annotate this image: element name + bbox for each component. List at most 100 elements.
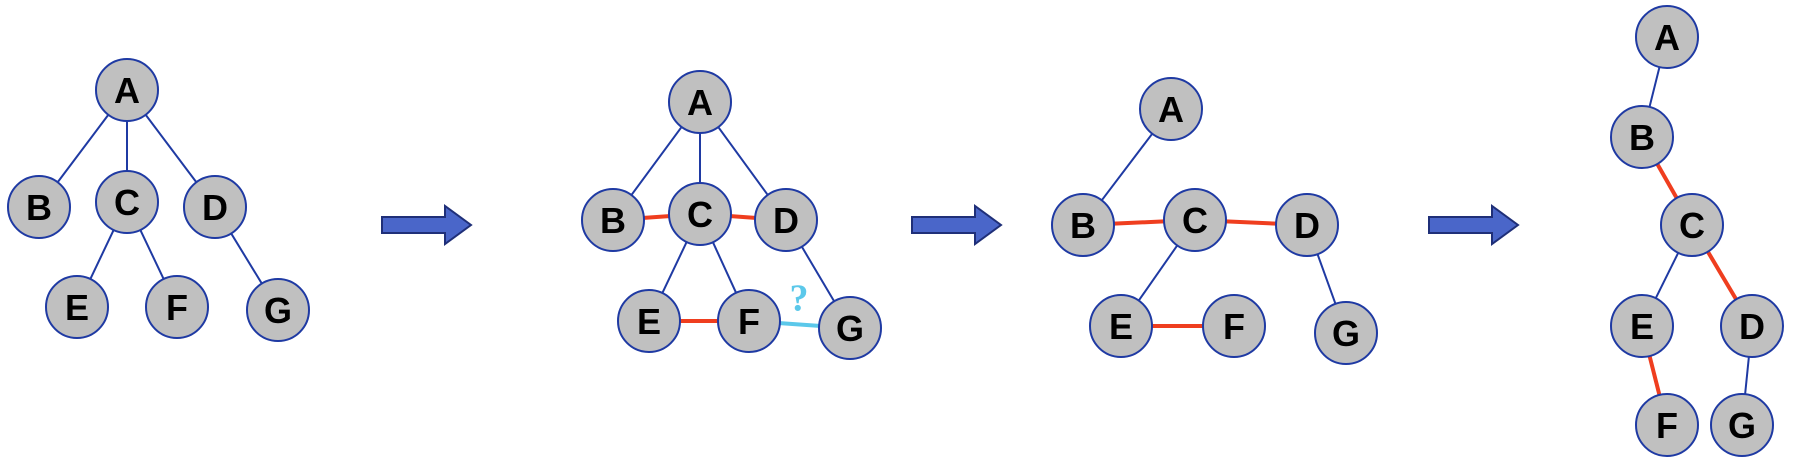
node-d: D — [183, 175, 247, 239]
node-label: D — [202, 187, 228, 228]
node-label: G — [1728, 405, 1756, 446]
node-label: B — [26, 187, 52, 228]
node-circle — [754, 188, 818, 252]
node-d: D — [1720, 294, 1784, 358]
node-label: E — [637, 301, 661, 342]
node-a: A — [1635, 5, 1699, 69]
node-circle — [1089, 294, 1153, 358]
node-circle — [1635, 393, 1699, 457]
node-circle — [1720, 294, 1784, 358]
node-g: G — [1314, 301, 1378, 365]
node-circle — [95, 170, 159, 234]
right-arrow-icon — [911, 204, 1003, 246]
node-d: D — [1275, 193, 1339, 257]
node-label: A — [1158, 89, 1184, 130]
node-f: F — [1635, 393, 1699, 457]
right-arrow-icon — [1428, 204, 1520, 246]
node-g: G — [1710, 393, 1774, 457]
tree-edge-a-b — [630, 126, 683, 196]
node-circle — [1051, 193, 1115, 257]
node-circle — [1660, 193, 1724, 257]
node-c: C — [1660, 193, 1724, 257]
node-label: E — [1109, 306, 1133, 347]
node-circle — [45, 275, 109, 339]
tree-edge-d-g — [800, 246, 836, 302]
node-circle — [1275, 193, 1339, 257]
node-circle — [717, 289, 781, 353]
red-link-c-d — [1225, 219, 1277, 226]
red-link-b-c — [1113, 219, 1165, 226]
node-a: A — [1139, 77, 1203, 141]
node-circle — [1610, 105, 1674, 169]
node-circle — [1610, 294, 1674, 358]
node-circle — [581, 188, 645, 252]
node-circle — [1163, 188, 1227, 252]
tree-edge-a-d — [717, 126, 769, 196]
node-label: F — [738, 301, 760, 342]
node-circle — [1314, 301, 1378, 365]
blue-link-f-g — [779, 321, 820, 328]
node-label: A — [114, 70, 140, 111]
tree-edge-d-g — [230, 232, 263, 285]
tree-edge-a-b — [1648, 66, 1661, 108]
node-circle — [7, 175, 71, 239]
node-a: A — [95, 58, 159, 122]
right-arrow-icon — [381, 204, 473, 246]
node-circle — [145, 275, 209, 339]
tree-edge-c-e — [89, 229, 115, 280]
node-circle — [1202, 294, 1266, 358]
node-d: D — [754, 188, 818, 252]
node-label: D — [773, 200, 799, 241]
node-circle — [95, 58, 159, 122]
node-label: E — [1630, 306, 1654, 347]
red-link-b-c — [643, 214, 670, 220]
node-f: F — [717, 289, 781, 353]
node-c: C — [1163, 188, 1227, 252]
node-label: F — [1223, 306, 1245, 347]
node-label: B — [1070, 205, 1096, 246]
node-label: G — [264, 290, 292, 331]
tree-edge-a-b — [1100, 133, 1154, 201]
tree-edge-d-g — [1316, 253, 1337, 305]
tree-edge-a-b — [56, 114, 110, 183]
node-label: C — [1182, 200, 1208, 241]
node-label: A — [687, 82, 713, 123]
node-c: C — [668, 182, 732, 246]
node-circle — [668, 182, 732, 246]
node-f: F — [145, 275, 209, 339]
node-b: B — [7, 175, 71, 239]
red-link-c-d — [1706, 250, 1738, 301]
node-e: E — [1089, 294, 1153, 358]
tree-edge-c-f — [139, 229, 165, 280]
red-link-e-f — [1647, 355, 1662, 396]
tree-edge-c-f — [711, 241, 738, 294]
red-link-c-d — [730, 214, 756, 220]
node-circle — [1710, 393, 1774, 457]
node-label: D — [1739, 306, 1765, 347]
node-c: C — [95, 170, 159, 234]
node-label: A — [1654, 17, 1680, 58]
node-label: G — [1332, 313, 1360, 354]
node-label: C — [1679, 205, 1705, 246]
node-label: G — [836, 308, 864, 349]
node-circle — [183, 175, 247, 239]
node-circle — [617, 289, 681, 353]
node-e: E — [1610, 294, 1674, 358]
node-label: C — [114, 182, 140, 223]
node-label: B — [1629, 117, 1655, 158]
tree-edge-c-e — [1654, 252, 1680, 299]
node-label: C — [687, 194, 713, 235]
node-circle — [1635, 5, 1699, 69]
red-link-b-c — [1655, 162, 1679, 200]
tree-edge-a-d — [144, 114, 198, 183]
node-circle — [246, 278, 310, 342]
panel-tree-3: A B C D E F G — [1051, 77, 1378, 365]
node-g: G — [246, 278, 310, 342]
tree-edge-c-e — [661, 241, 688, 294]
node-e: E — [45, 275, 109, 339]
node-label: D — [1294, 205, 1320, 246]
